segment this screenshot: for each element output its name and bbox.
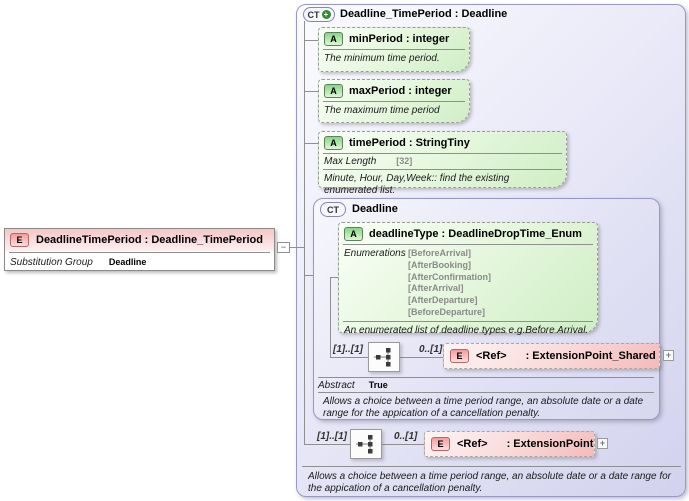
attribute-timeperiod[interactable]: A timePeriod : StringTiny Max Length [32… bbox=[318, 131, 567, 196]
nested-complex-type-title: Deadline bbox=[352, 203, 398, 215]
divider bbox=[323, 101, 465, 102]
attribute-icon: A bbox=[324, 84, 343, 98]
ref-type: : ExtensionPoint bbox=[506, 438, 594, 450]
cardinality-label: [1]..[1] bbox=[317, 431, 347, 442]
substitution-group-row: Substitution Group Deadline bbox=[5, 254, 274, 268]
divider bbox=[323, 169, 562, 170]
attribute-icon: A bbox=[324, 32, 343, 46]
attribute-title: timePeriod : StringTiny bbox=[349, 137, 470, 149]
substitution-group-value: Deadline bbox=[108, 257, 147, 267]
cardinality-label: 0..[1] bbox=[394, 431, 418, 442]
max-length-facet: Max Length [32] bbox=[319, 155, 566, 168]
complex-type-icon[interactable]: CT bbox=[320, 202, 346, 217]
attribute-description: The minimum time period. bbox=[324, 53, 440, 64]
connector-line bbox=[277, 247, 305, 248]
connector-line bbox=[400, 357, 443, 358]
attribute-description: Minute, Hour, Day,Week:: find the existi… bbox=[324, 173, 510, 196]
collapse-toggle[interactable]: − bbox=[277, 242, 290, 253]
connector-line bbox=[330, 357, 368, 358]
choice-icon bbox=[356, 435, 373, 454]
enumeration-values: [BeforeArrival] [AfterBooking] [AfterCon… bbox=[408, 248, 491, 319]
abstract-value: True bbox=[368, 380, 388, 390]
enumeration-value: [AfterBooking] bbox=[408, 259, 471, 270]
ct-badge-label: CT bbox=[327, 204, 339, 215]
element-header: E DeadlineTimePeriod : Deadline_TimePeri… bbox=[5, 229, 274, 251]
attribute-deadlinetype[interactable]: A deadlineType : DeadlineDropTime_Enum E… bbox=[338, 222, 598, 336]
cardinality-label: [1]..[1] bbox=[333, 344, 363, 355]
attribute-description: An enumerated list of deadline types e.g… bbox=[344, 324, 589, 336]
ref-name: <Ref> bbox=[476, 350, 507, 362]
abstract-facet: Abstract True bbox=[318, 380, 388, 391]
connector-line bbox=[330, 277, 338, 278]
plus-icon: + bbox=[599, 438, 606, 448]
attribute-minperiod[interactable]: A minPeriod : integer The minimum time p… bbox=[318, 27, 470, 72]
attribute-description: The maximum time period bbox=[324, 105, 440, 116]
enumerations-facet: Enumerations [BeforeArrival] [AfterBooki… bbox=[339, 246, 597, 320]
attribute-title: deadlineType : DeadlineDropTime_Enum bbox=[369, 228, 582, 240]
attribute-header: A minPeriod : integer bbox=[319, 28, 469, 48]
attribute-icon: A bbox=[324, 136, 343, 150]
attribute-header: A timePeriod : StringTiny bbox=[319, 132, 566, 152]
attribute-header: A deadlineType : DeadlineDropTime_Enum bbox=[339, 223, 597, 243]
divider bbox=[343, 244, 593, 245]
connector-line bbox=[304, 143, 318, 144]
divider bbox=[302, 466, 681, 467]
attribute-title: maxPeriod : integer bbox=[349, 85, 452, 97]
connector-line bbox=[304, 40, 318, 41]
connector-line bbox=[304, 275, 313, 276]
connector-line bbox=[304, 91, 318, 92]
choice-icon bbox=[374, 348, 391, 367]
element-ref-extensionpoint[interactable]: E <Ref> : ExtensionPoint bbox=[424, 431, 595, 457]
cardinality-label: 0..[1] bbox=[419, 344, 443, 355]
divider bbox=[323, 49, 465, 50]
substitution-group-label: Substitution Group bbox=[10, 257, 93, 268]
ref-name: <Ref> bbox=[457, 438, 488, 450]
enumeration-value: [AfterArrival] bbox=[408, 283, 464, 294]
connector-line bbox=[330, 277, 331, 357]
enumerations-label: Enumerations bbox=[344, 248, 406, 259]
ct-badge-label: CT bbox=[307, 9, 320, 20]
plus-icon: + bbox=[665, 350, 672, 360]
divider bbox=[343, 320, 593, 322]
minus-icon: − bbox=[280, 242, 287, 252]
nested-ct-description: Allows a choice between a time period ra… bbox=[323, 396, 644, 419]
complex-type-title: Deadline_TimePeriod : Deadline bbox=[340, 8, 508, 20]
facet-label: Max Length bbox=[324, 156, 377, 167]
element-ref-extensionpoint-shared[interactable]: E <Ref> : ExtensionPoint_Shared bbox=[443, 343, 660, 369]
connector-line bbox=[382, 444, 424, 445]
attribute-title: minPeriod : integer bbox=[349, 33, 450, 45]
connector-line bbox=[304, 444, 350, 445]
complex-type-icon[interactable]: CT + bbox=[303, 7, 335, 22]
element-title: DeadlineTimePeriod : Deadline_TimePeriod bbox=[36, 234, 263, 246]
main-ct-description: Allows a choice between a time period ra… bbox=[308, 471, 672, 494]
enumeration-value: [BeforeDeparture] bbox=[408, 306, 486, 317]
attribute-icon: A bbox=[344, 227, 363, 241]
enumeration-value: [AfterConfirmation] bbox=[408, 271, 491, 282]
facet-value: [32] bbox=[396, 156, 413, 166]
choice-compositor[interactable] bbox=[368, 342, 400, 372]
enumeration-value: [BeforeArrival] bbox=[408, 248, 472, 258]
divider bbox=[323, 153, 562, 154]
element-icon: E bbox=[10, 233, 29, 247]
divider bbox=[318, 392, 654, 393]
enumeration-value: [AfterDeparture] bbox=[408, 295, 478, 306]
choice-compositor[interactable] bbox=[350, 429, 382, 459]
ref-type: : ExtensionPoint_Shared bbox=[525, 350, 656, 362]
divider bbox=[9, 252, 270, 253]
plus-icon: + bbox=[321, 10, 331, 19]
attribute-maxperiod[interactable]: A maxPeriod : integer The maximum time p… bbox=[318, 79, 470, 123]
connector-line bbox=[304, 21, 305, 444]
attribute-header: A maxPeriod : integer bbox=[319, 80, 469, 100]
abstract-label: Abstract bbox=[318, 380, 355, 391]
element-deadlinetimeperiod[interactable]: E DeadlineTimePeriod : Deadline_TimePeri… bbox=[4, 228, 275, 271]
element-icon: E bbox=[431, 437, 450, 451]
element-icon: E bbox=[450, 349, 469, 363]
expand-toggle[interactable]: + bbox=[597, 438, 608, 449]
divider bbox=[318, 377, 654, 378]
expand-toggle[interactable]: + bbox=[663, 350, 674, 361]
